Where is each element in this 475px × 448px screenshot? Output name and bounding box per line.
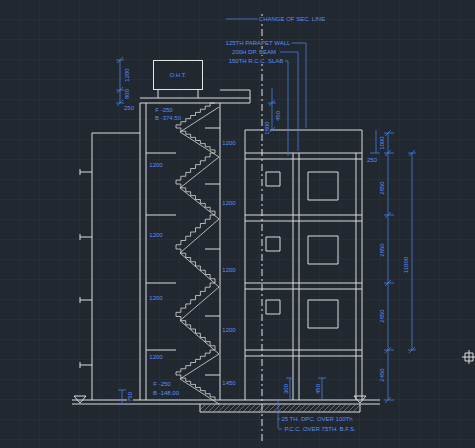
annotation-text: 2850 [379,242,385,257]
annotation-text: 2850 [379,308,385,323]
leader-lines [226,19,306,429]
annotation-text: 1000 [379,135,385,150]
annotation-text: CHANGE OF SEC. LINE [258,16,326,22]
left-wall-brackets [80,169,81,368]
annotation-text: 800 [124,88,130,100]
annotation-text: 11000 [403,256,409,274]
stair-flight [176,283,219,321]
stair-flight [176,215,219,253]
annotation-text: 1200 [148,295,163,301]
annotation-text: 2850 [379,180,385,195]
annotation-text: F -250 [152,381,171,387]
stair-flight [176,128,219,157]
stair-flight [176,184,219,219]
stair-flight [176,350,219,379]
annotation-text: 450 [275,110,281,122]
annotation-text: 1200 [148,162,163,168]
annotation-text: 1200 [148,232,163,238]
annotation-text: 1200 [148,354,163,360]
annotation-text: 125TH PARAPET WALL [225,40,292,46]
dimension-lines [116,57,416,404]
annotation-text: 2450 [379,367,385,382]
annotation-text: 450 [315,383,321,395]
annotation-text: 1450 [221,380,236,386]
annotation-text: 1200 [124,67,130,82]
annotation-text: B -374.50 [154,115,182,121]
annotation-text: 200H DP. BEAM [231,49,277,55]
stair-flight [176,375,219,404]
window-openings [266,172,338,328]
annotation-text: 1800 [264,120,270,135]
annotation-text: 1200 [221,200,236,206]
foundation-hatch [200,404,360,412]
annotation-text: 300 [283,383,289,395]
stair-flight [176,249,219,287]
annotation-text: 25 TH. DPC. OVER 100Th [280,416,353,422]
staircase-flights [176,103,219,404]
annotation-text: 150TH R.C.C. SLAB [228,58,285,64]
tank-label: O.H.T. [169,72,186,78]
annotation-text: 1200 [221,140,236,146]
section-change-line [262,14,263,442]
stair-flight [176,153,219,188]
annotation-text: 250 [123,105,135,111]
annotation-text: 1200 [221,267,236,273]
annotation-text: 750 [127,391,133,403]
level-markers [74,350,475,403]
stair-flight [176,103,219,132]
water-tank-box: O.H.T. [153,60,203,90]
annotation-text: 250 [366,157,378,163]
wall-lines [72,90,380,412]
annotation-text: B -148.00 [152,390,180,396]
annotation-text: 1200 [221,327,236,333]
annotation-text: F -250 [154,107,173,113]
stair-flight [176,317,219,355]
annotation-text: P.C.C. OVER 75TH. B.F.S. [283,426,356,432]
